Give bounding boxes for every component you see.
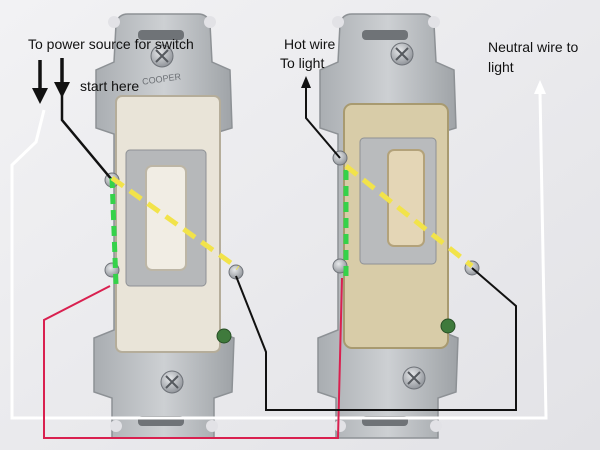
right-yellow-marker — [344, 164, 474, 268]
neutral-label-line2: light — [488, 59, 514, 75]
left-top-tab-hole-2 — [204, 16, 216, 28]
left-yellow-marker — [110, 175, 240, 271]
right-bottom-tab-hole-2 — [430, 420, 442, 432]
left-top-slot — [138, 30, 184, 40]
power-down-arrow-left — [32, 60, 48, 104]
hot-wire-to-light — [305, 86, 341, 159]
right-toggle-lever — [387, 149, 425, 247]
power-source-label: To power source for switch — [28, 36, 194, 52]
left-terminal-screw-right — [228, 264, 244, 280]
neutral-wire — [10, 91, 548, 420]
right-ground-screw — [440, 318, 456, 334]
switch-loop-wire — [235, 267, 517, 411]
power-down-arrow-right — [54, 58, 70, 98]
neutral-arrow-head — [534, 80, 546, 94]
right-top-slot — [362, 30, 408, 40]
neutral-label-line1: Neutral wire to — [488, 39, 578, 55]
right-switch — [317, 13, 480, 439]
left-top-tab-hole — [108, 16, 120, 28]
hot-wire-label-line1: Hot wire — [284, 36, 336, 52]
right-bottom-tab-hole — [334, 420, 346, 432]
start-here-label: start here — [80, 78, 139, 94]
red-wire — [43, 277, 343, 439]
right-top-tab-hole-2 — [428, 16, 440, 28]
hot-wire-label-line2: To light — [280, 55, 324, 71]
left-green-marker — [109, 177, 119, 285]
left-bottom-tab-hole — [110, 420, 122, 432]
hot-wire-arrow-head — [301, 76, 311, 88]
right-top-tab-hole — [332, 16, 344, 28]
left-bottom-tab-hole-2 — [206, 420, 218, 432]
left-ground-screw — [216, 328, 232, 344]
